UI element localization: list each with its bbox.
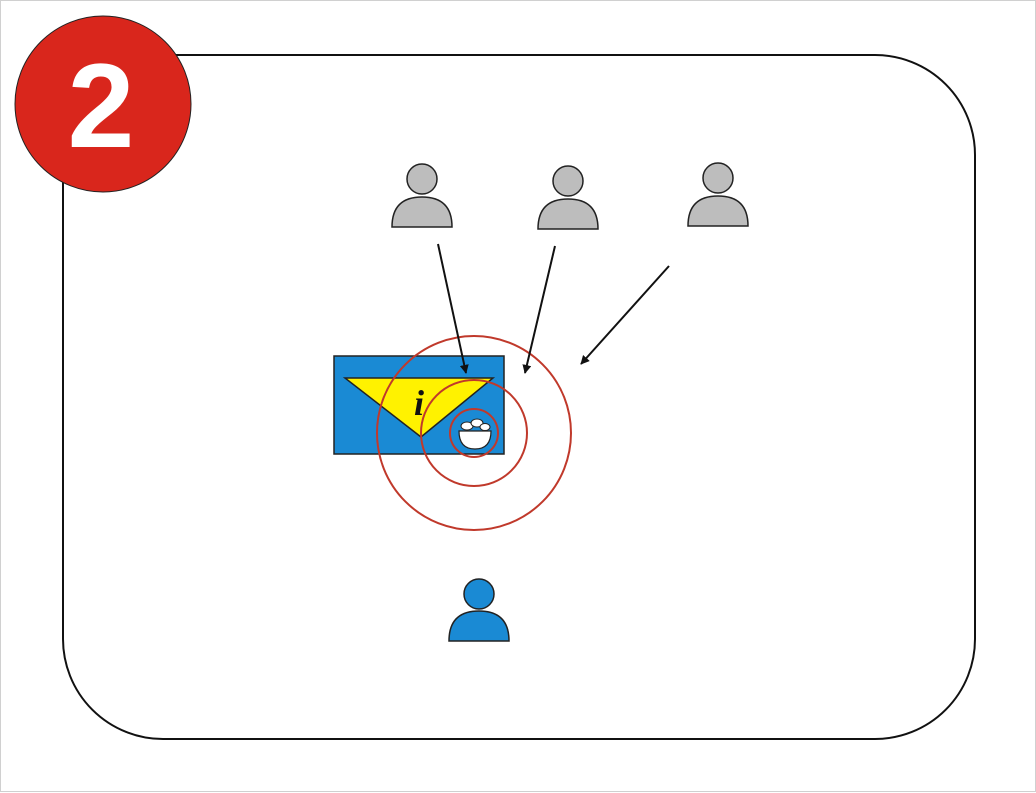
arrow-person-2 — [522, 245, 556, 374]
step-number: 2 — [68, 39, 135, 173]
person-icon — [537, 165, 599, 230]
info-triangle — [342, 377, 496, 438]
step-badge: 2 — [14, 15, 192, 193]
person-icon — [391, 163, 453, 228]
signal-ring-middle — [420, 379, 528, 487]
person-icon — [687, 162, 749, 227]
info-letter: i — [414, 383, 424, 423]
signal-ring-outer — [376, 335, 572, 531]
step-badge-circle — [14, 15, 192, 193]
info-sign: i — [333, 355, 505, 455]
signal-ring-inner — [449, 408, 499, 458]
bowl-icon — [458, 418, 492, 450]
area-boundary — [62, 54, 976, 740]
signal-rings — [376, 335, 572, 531]
person-icon — [448, 578, 510, 642]
arrow-person-3 — [580, 265, 670, 365]
arrow-person-1 — [437, 243, 469, 374]
